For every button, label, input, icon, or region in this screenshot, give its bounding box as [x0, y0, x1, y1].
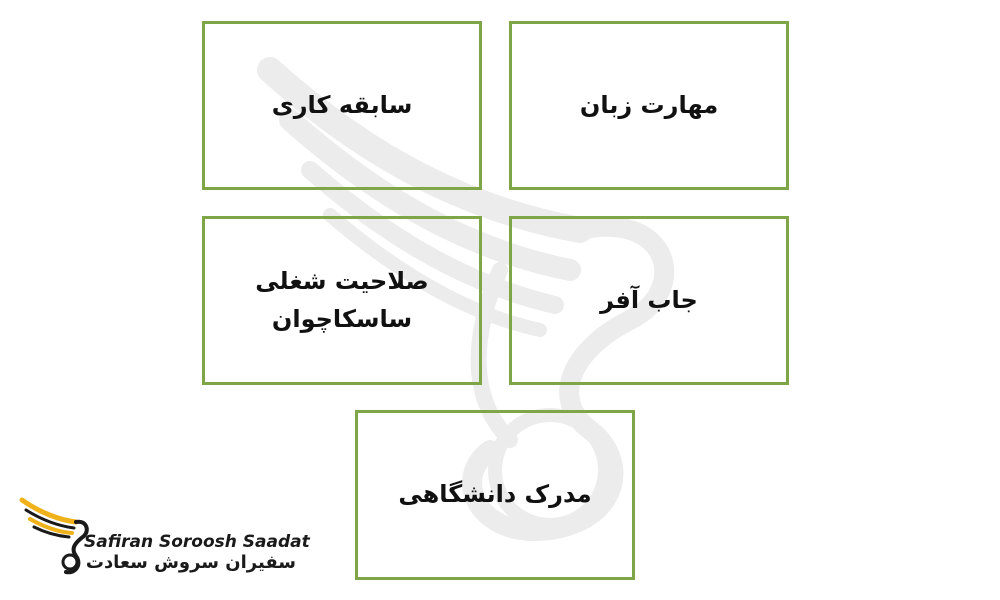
box-saskatchewan-job-eligibility: صلاحیت شغلی ساسکاچوان: [202, 216, 482, 385]
box-university-degree: مدرک دانشگاهی: [355, 410, 635, 580]
box-work-experience: سابقه کاری: [202, 21, 482, 190]
box-label: صلاحیت شغلی ساسکاچوان: [255, 267, 429, 333]
box-language-skill: مهارت زبان: [509, 21, 789, 190]
box-label: جاب آفر: [600, 285, 698, 314]
box-label: سابقه کاری: [271, 90, 413, 119]
wing-icon: [19, 497, 89, 575]
box-label: مدرک دانشگاهی: [398, 480, 592, 509]
box-job-offer: جاب آفر: [509, 216, 789, 385]
logo-text-fa: سفیران سروش سعادت: [85, 552, 296, 573]
box-label: مهارت زبان: [579, 90, 719, 119]
company-logo: Safiran Soroosh Saadat سفیران سروش سعادت: [14, 492, 310, 582]
logo-text-en: Safiran Soroosh Saadat: [84, 532, 310, 552]
